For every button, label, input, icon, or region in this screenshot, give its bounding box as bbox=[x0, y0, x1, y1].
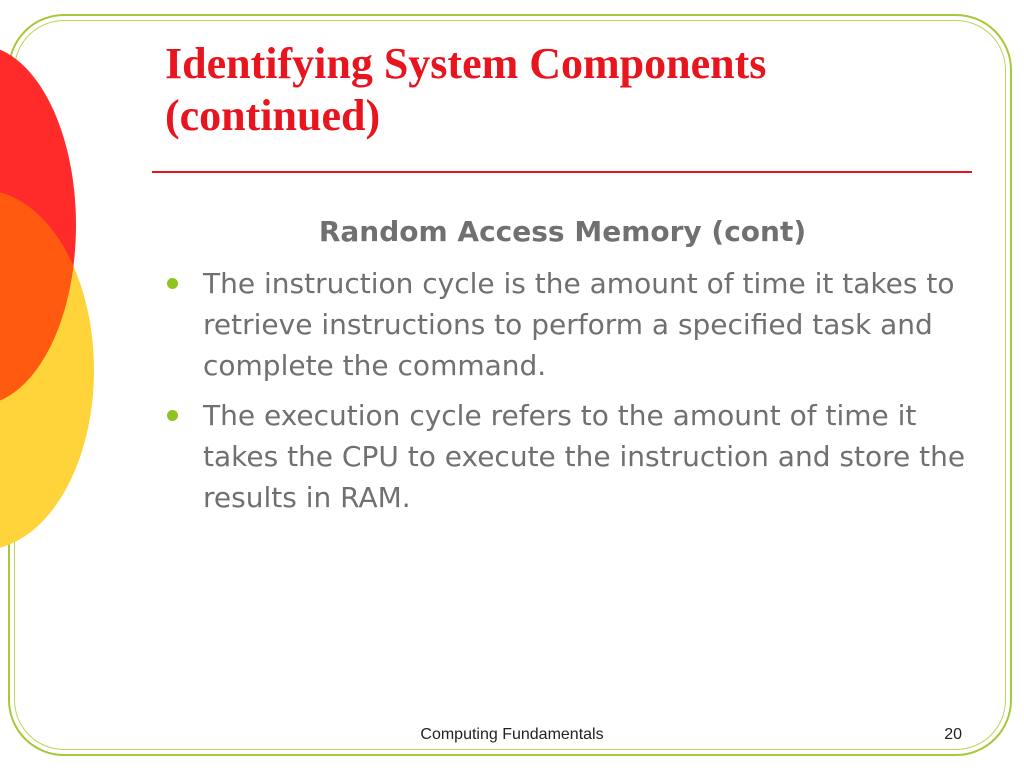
bullet-item: The execution cycle refers to the amount… bbox=[163, 395, 973, 518]
bullet-text: The execution cycle refers to the amount… bbox=[203, 399, 966, 514]
page-number: 20 bbox=[944, 726, 962, 743]
bullet-list: The instruction cycle is the amount of t… bbox=[163, 263, 973, 527]
bullet-item: The instruction cycle is the amount of t… bbox=[163, 263, 973, 386]
title-divider bbox=[152, 171, 972, 173]
bullet-dot-icon bbox=[167, 278, 178, 289]
bullet-dot-icon bbox=[167, 410, 178, 421]
slide-title: Identifying System Components (continued… bbox=[165, 39, 767, 140]
slide-subheading: Random Access Memory (cont) bbox=[318, 215, 807, 248]
bullet-text: The instruction cycle is the amount of t… bbox=[203, 267, 955, 382]
decorative-circle-overlap bbox=[0, 190, 94, 550]
slide-footer: Computing Fundamentals bbox=[420, 726, 604, 743]
